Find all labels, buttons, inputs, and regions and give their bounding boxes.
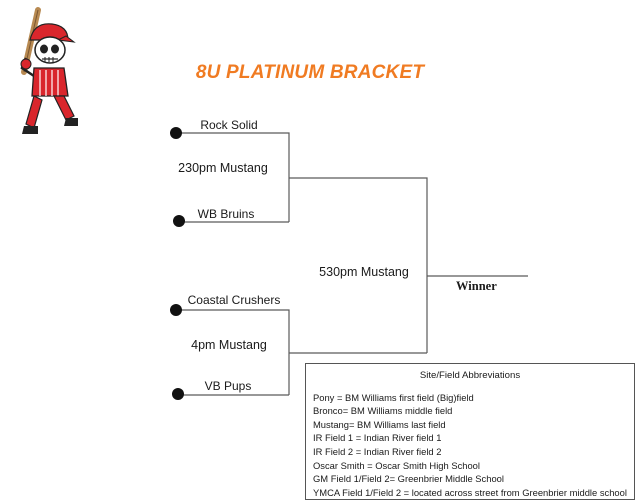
team-dot-vb-pups — [172, 388, 184, 400]
legend-item: YMCA Field 1/Field 2 = located across st… — [313, 486, 627, 498]
bracket-title: 8U PLATINUM BRACKET — [195, 62, 425, 83]
skeleton-batter-logo — [20, 7, 78, 134]
line-coastal-crushers — [176, 309, 290, 395]
legend-item: IR Field 1 = Indian River field 1 — [313, 432, 442, 444]
legend-item: Oscar Smith = Oscar Smith High School — [313, 459, 480, 471]
line-rock-solid — [176, 132, 290, 222]
game-semi-bottom: 4pm Mustang — [191, 338, 267, 352]
line-semi-top — [289, 177, 428, 353]
team-wb-bruins: WB Bruins — [197, 207, 255, 221]
game-final: 530pm Mustang — [319, 265, 409, 279]
legend-item: Mustang= BM Williams last field — [313, 418, 446, 430]
legend-item: GM Field 1/Field 2= Greenbrier Middle Sc… — [313, 473, 504, 485]
game-semi-top: 230pm Mustang — [178, 161, 268, 175]
winner-label: Winner — [456, 279, 497, 293]
legend-item: Bronco= BM Williams middle field — [313, 405, 453, 417]
team-dot-coastal-crushers — [170, 304, 182, 316]
legend-item: Pony = BM Williams first field (Big)fiel… — [313, 391, 474, 403]
team-dot-wb-bruins — [173, 215, 185, 227]
legend-title: Site/Field Abbreviations — [419, 370, 521, 381]
team-coastal-crushers: Coastal Crushers — [187, 293, 281, 307]
site-field-legend: Site/Field Abbreviations Pony = BM Willi… — [305, 363, 635, 500]
team-dot-rock-solid — [170, 127, 182, 139]
team-rock-solid: Rock Solid — [200, 118, 258, 132]
team-vb-pups: VB Pups — [204, 379, 252, 393]
legend-item: IR Field 2 = Indian River field 2 — [313, 445, 442, 457]
